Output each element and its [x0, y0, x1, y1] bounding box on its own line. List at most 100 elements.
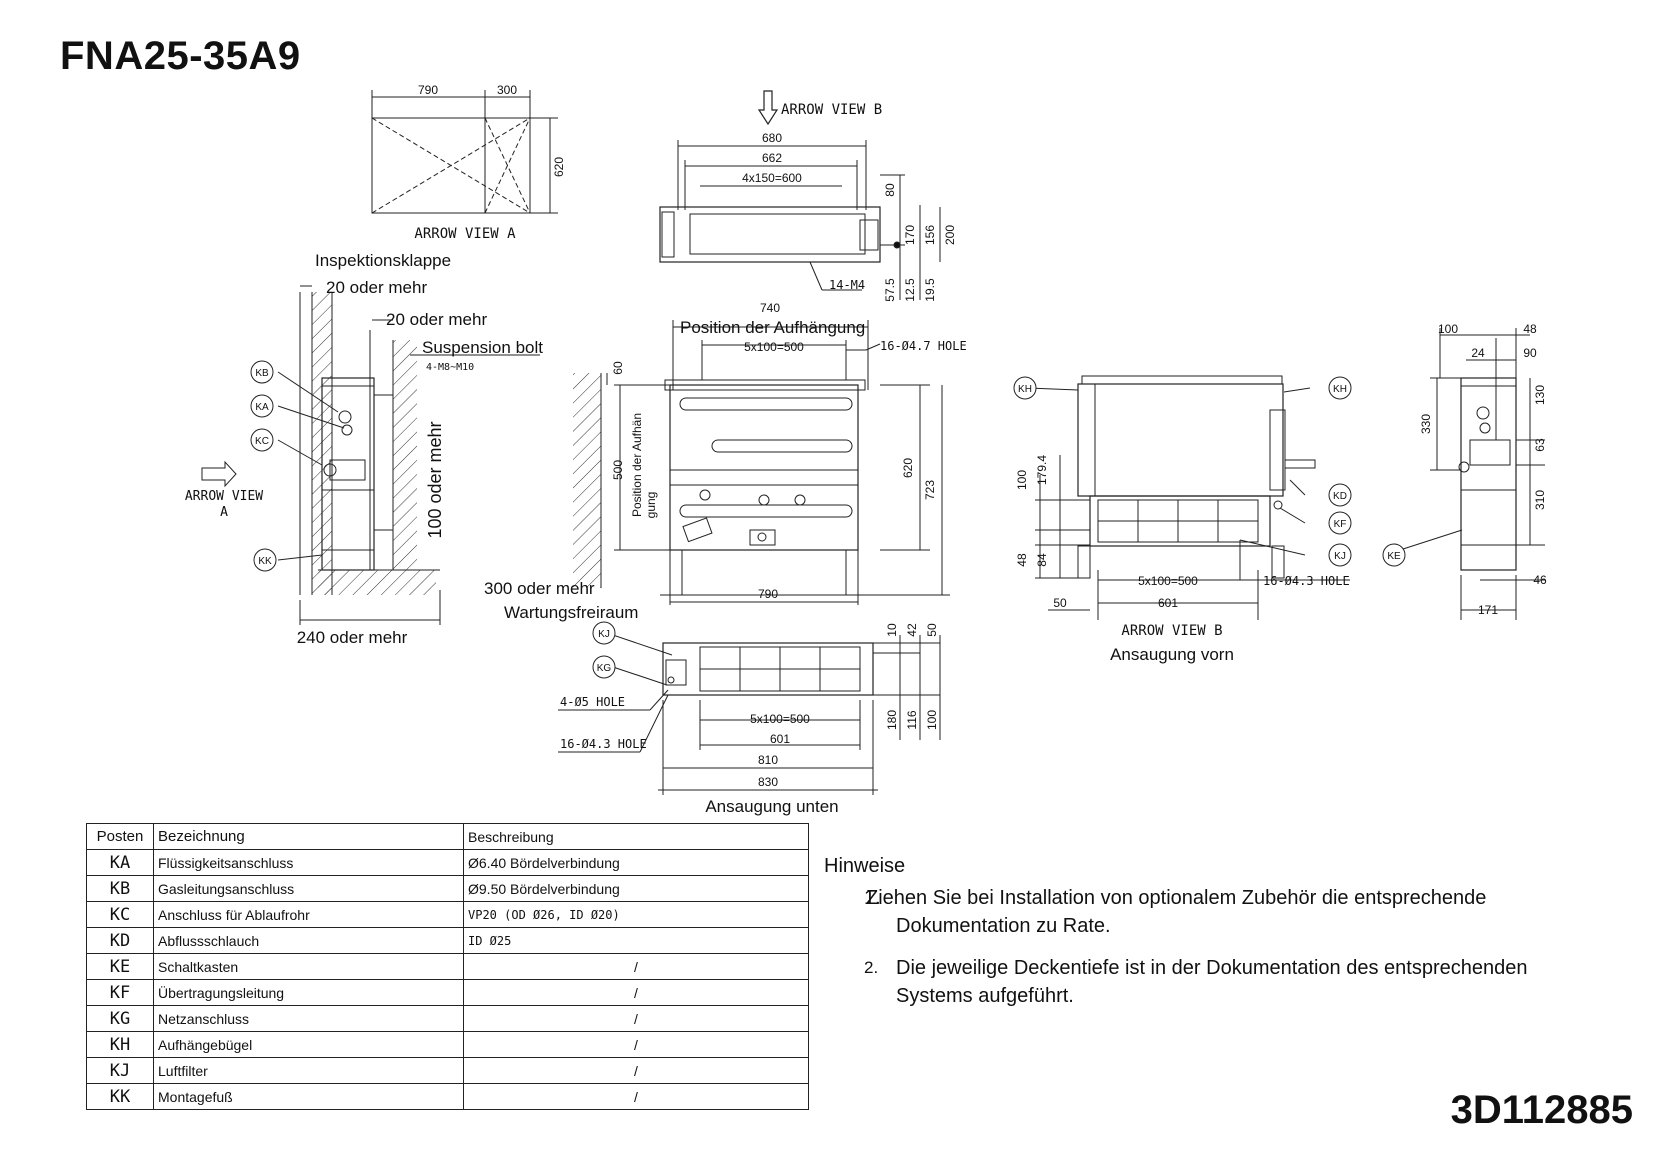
dim-a-790: 790	[418, 83, 438, 97]
dim-s-130: 130	[1533, 385, 1547, 405]
note-number: 1.	[864, 887, 881, 909]
legend-name: Abflussschlauch	[153, 927, 464, 954]
legend-name: Flüssigkeitsanschluss	[153, 849, 464, 876]
legend-desc: ID Ø25	[463, 927, 809, 954]
notes-section: Hinweise 1. Ziehen Sie bei Installation …	[824, 852, 1616, 1010]
dim-u-5x100: 5x100=500	[750, 712, 810, 726]
label-suspension-position: Position der Aufhängung	[680, 318, 865, 337]
legend-desc: /	[463, 1005, 809, 1032]
legend-code: KB	[86, 875, 154, 902]
dim-b-156: 156	[923, 225, 937, 245]
callout-ka: KA	[250, 394, 274, 418]
label-inspection-hatch: Inspektionsklappe	[315, 251, 451, 270]
front-view	[573, 320, 950, 605]
legend-desc: /	[463, 1083, 809, 1110]
legend-desc: /	[463, 1031, 809, 1058]
label-suspension-bolt-spec: 4-M8~M10	[426, 362, 474, 373]
label-m4: 14-M4	[829, 278, 865, 292]
dim-u-601: 601	[770, 732, 790, 746]
dim-f-60: 60	[611, 361, 625, 375]
legend-name: Netzanschluss	[153, 1005, 464, 1032]
svg-text:KH: KH	[1333, 384, 1347, 395]
label-clearance-20-b: 20 oder mehr	[386, 310, 487, 329]
label-clearance-240: 240 oder mehr	[297, 628, 408, 647]
dim-a-620: 620	[552, 157, 566, 177]
label-hole-16-43-bottom: 16-Ø4.3 HOLE	[560, 737, 647, 751]
dim-s-46: 46	[1533, 573, 1547, 587]
legend-name: Aufhängebügel	[153, 1031, 464, 1058]
legend-desc: /	[463, 1057, 809, 1084]
dim-s-48: 48	[1523, 322, 1537, 336]
dim-r-1794: 179.4	[1035, 455, 1049, 485]
dim-r-48: 48	[1015, 553, 1029, 567]
legend-desc: VP20 (OD Ø26, ID Ø20)	[463, 901, 809, 928]
callout-kb: KB	[250, 360, 274, 384]
label-suspension-position-vertical-2: gung	[644, 492, 658, 519]
legend-desc: Ø6.40 Bördelverbindung	[463, 849, 809, 876]
label-hole-16-43-front: 16-Ø4.3 HOLE	[1263, 574, 1350, 588]
notes-heading: Hinweise	[824, 855, 906, 877]
side-view-right	[1399, 328, 1545, 620]
label-clearance-300: 300 oder mehr	[484, 579, 595, 598]
dim-b-680: 680	[762, 131, 782, 145]
svg-text:KE: KE	[1387, 551, 1401, 562]
dim-b-125: 12.5	[903, 278, 917, 302]
legend-name: Schaltkasten	[153, 953, 464, 980]
callout-kf: KF	[1328, 511, 1352, 535]
arrow-view-a	[371, 90, 558, 214]
legend-name: Übertragungsleitung	[153, 979, 464, 1006]
label-arrow-view-a: ARROW VIEW A	[414, 226, 516, 242]
dim-f-500: 500	[611, 460, 625, 480]
legend-code: KH	[86, 1031, 154, 1058]
label-clearance-20-a: 20 oder mehr	[326, 278, 427, 297]
label-suspension-bolt: Suspension bolt	[422, 338, 543, 357]
label-suspension-position-vertical-1: Position der Aufhän	[630, 413, 644, 517]
arrow-b-indicator	[757, 90, 779, 126]
label-clearance-100: 100 oder mehr	[425, 421, 445, 538]
label-arrow-view-a-side-2: A	[220, 505, 228, 520]
dim-u-100: 100	[925, 710, 939, 730]
legend-code: KK	[86, 1083, 154, 1110]
arrow-view-b-front	[1027, 375, 1350, 620]
legend-code: KC	[86, 901, 154, 928]
dim-r-50: 50	[1053, 596, 1067, 610]
dim-s-310: 310	[1533, 490, 1547, 510]
dim-u-10: 10	[885, 623, 899, 637]
callout-kj-bottom: KJ	[592, 621, 616, 645]
dim-r-84: 84	[1035, 553, 1049, 567]
legend-code: KA	[86, 849, 154, 876]
dim-a-300: 300	[497, 83, 517, 97]
dim-f-723: 723	[923, 480, 937, 500]
dim-b-170: 170	[903, 225, 917, 245]
dim-u-50: 50	[925, 623, 939, 637]
legend-header-beschreibung: Beschreibung	[463, 823, 809, 850]
callout-kg: KG	[592, 655, 616, 679]
side-view-left	[201, 285, 540, 625]
legend-code: KG	[86, 1005, 154, 1032]
label-intake-bottom: Ansaugung unten	[705, 797, 838, 816]
dim-u-180: 180	[885, 710, 899, 730]
dim-f-5x100: 5x100=500	[744, 340, 804, 354]
dim-b-200: 200	[943, 225, 957, 245]
dim-f-740: 740	[760, 301, 780, 315]
note-item-2: 2. Die jeweilige Deckentiefe ist in der …	[824, 954, 1616, 1010]
legend-code: KE	[86, 953, 154, 980]
note-text-line: Die jeweilige Deckentiefe ist in der Dok…	[896, 957, 1528, 979]
legend-name: Anschluss für Ablaufrohr	[153, 901, 464, 928]
legend-code: KD	[86, 927, 154, 954]
note-text-line: Ziehen Sie bei Installation von optional…	[866, 887, 1487, 909]
svg-text:KH: KH	[1018, 384, 1032, 395]
dim-r-601: 601	[1158, 596, 1178, 610]
legend-desc: /	[463, 953, 809, 980]
svg-text:KK: KK	[258, 556, 272, 567]
dim-f-620: 620	[901, 458, 915, 478]
